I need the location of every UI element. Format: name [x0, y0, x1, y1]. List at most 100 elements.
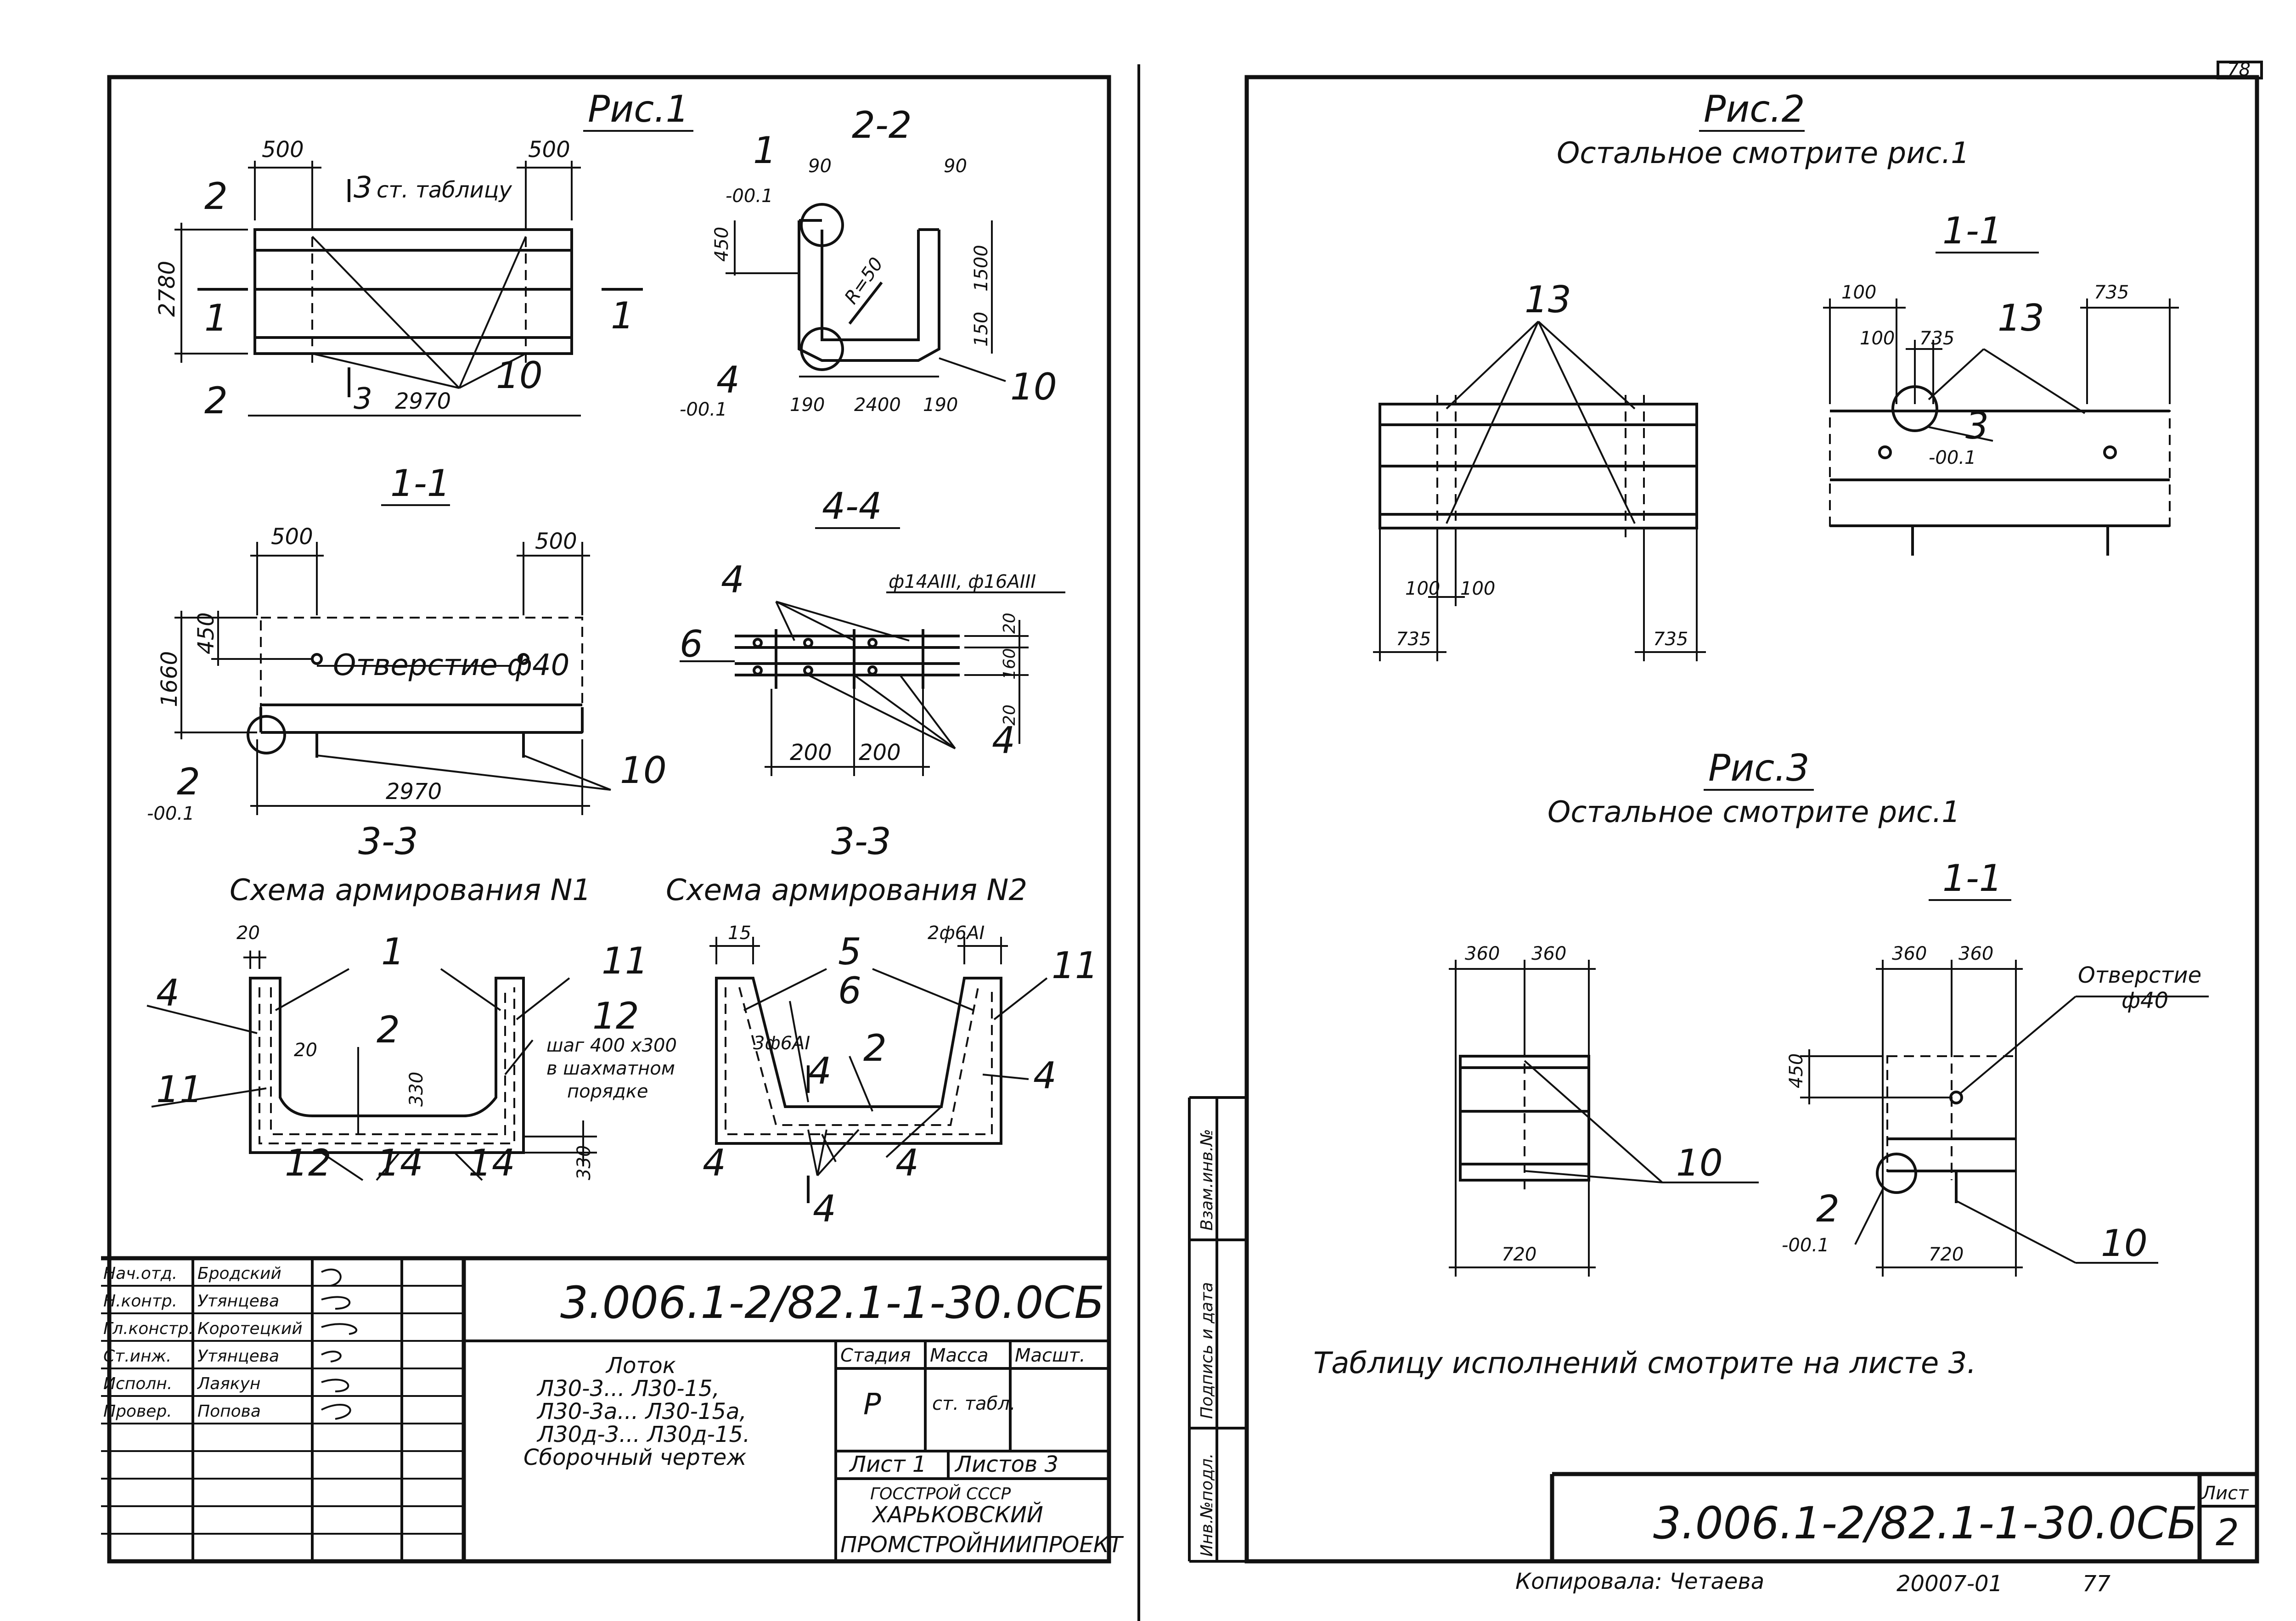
copied-by: Копировала: Четаева: [1515, 1569, 1764, 1594]
leader: [776, 601, 910, 642]
dim-text: 160: [1000, 648, 1019, 680]
fig2-title: Рис.2: [1704, 88, 1805, 130]
leader: [872, 968, 974, 1011]
leader: [1537, 321, 1636, 524]
fig1-plan: [174, 161, 643, 417]
dim-text: R=50: [841, 253, 888, 308]
mark: 10: [1676, 1142, 1723, 1184]
section-11-title: 1-1: [390, 462, 450, 505]
dim-text: 20: [236, 923, 260, 944]
dim-text: 150: [971, 312, 992, 347]
mark: 11: [1052, 944, 1098, 987]
detail-circle: [800, 327, 844, 371]
leader: [1960, 996, 2077, 1094]
leader: [993, 977, 1048, 1020]
hole-label: ф40: [2122, 988, 2168, 1013]
section-33a-title: 3-3: [358, 820, 418, 863]
leader: [316, 754, 611, 791]
mark: 4: [156, 972, 180, 1014]
leader: [275, 968, 349, 1011]
stamp-title: Л30-3... Л30-15,: [536, 1376, 720, 1401]
plan-outline: [253, 228, 573, 355]
detail-circle: [1876, 1153, 1917, 1194]
dim-text: 735: [2094, 282, 2129, 303]
stamp-role: Гл.констр.: [103, 1319, 194, 1338]
section-44-drawing: [680, 591, 1065, 776]
leader: [151, 1087, 267, 1108]
leader: [775, 601, 795, 641]
mark: 12: [285, 1142, 332, 1184]
step-note-3: порядке: [567, 1081, 648, 1102]
stamp-title: Л30д-3... Л30д-15.: [536, 1422, 750, 1447]
mark: 12: [592, 995, 639, 1037]
mark: 4: [813, 1188, 836, 1230]
leader: [1446, 321, 1539, 524]
mass-value: ст. табл.: [932, 1393, 1015, 1414]
mark: 3: [354, 382, 372, 416]
stage-value: Р: [863, 1388, 881, 1422]
side-label: Инв.№подл.: [1198, 1453, 1216, 1557]
mark: 6: [838, 969, 861, 1012]
mark: -00.1: [147, 803, 195, 824]
leader: [885, 1106, 942, 1158]
leader: [459, 353, 526, 389]
order-number: 20007-01: [1896, 1571, 2003, 1597]
table-note: Таблицу исполнений смотрите на листе 3.: [1313, 1346, 1976, 1380]
dim-text: 3ф6АI: [753, 1033, 810, 1054]
dim-text: 90: [944, 156, 967, 177]
org-line: ХАРЬКОВСКИЙ: [871, 1502, 1043, 1528]
leader: [853, 674, 956, 749]
mark: 1: [611, 294, 634, 337]
leader: [312, 353, 460, 389]
detail-circle: [247, 715, 286, 754]
mark: 13: [1998, 297, 2044, 339]
leader: [321, 1152, 364, 1181]
step-note-1: шаг 400 х300: [546, 1035, 677, 1056]
stamp-title: Сборочный чертеж: [523, 1445, 747, 1470]
stamp-name: Коротецкий: [197, 1319, 303, 1338]
dim-text: 450: [1786, 1053, 1807, 1088]
dim-text: 100: [1460, 578, 1495, 599]
fig3-plan: [1449, 960, 1759, 1277]
mark: 10: [1010, 366, 1057, 408]
leader: [1928, 426, 1993, 442]
leader: [939, 357, 1006, 382]
stamp-code: 3.006.1-2/82.1-1-30.0СБ: [560, 1277, 1104, 1328]
step-note-2: в шахматном: [546, 1058, 675, 1079]
mark: -00.1: [1782, 1235, 1829, 1256]
leader: [311, 236, 460, 389]
rebar-note: ф14АIII, ф16АIII: [889, 571, 1036, 592]
mark: 3: [1965, 405, 1989, 447]
dim-text: 200: [859, 740, 901, 765]
leader: [1956, 1200, 2076, 1264]
stamp-role: Провер.: [103, 1402, 172, 1421]
rebar-dot: [753, 665, 763, 675]
mark: -00.1: [680, 399, 727, 420]
stamp-name: Утянцева: [197, 1292, 279, 1311]
mark: 10: [496, 354, 543, 397]
dim-text: 2970: [395, 388, 451, 414]
corner-box: [2217, 61, 2263, 79]
radius-arrow: [848, 281, 883, 325]
dim-text: 450: [193, 612, 219, 654]
dim-text: 2970: [386, 779, 442, 805]
dim-text: 450: [711, 227, 732, 262]
section-22-title: 2-2: [852, 104, 912, 146]
dim-text: 2400: [854, 394, 901, 416]
dim-text: 500: [262, 137, 304, 163]
stamp-role: Исполн.: [103, 1374, 172, 1393]
corner-number: 78: [2227, 59, 2251, 80]
section-outline: [1829, 410, 2171, 527]
fig2-section: [1823, 298, 2179, 556]
hole: [311, 653, 323, 665]
fig2-note: Остальное смотрите рис.1: [1557, 136, 1970, 170]
rebar-mesh: [259, 987, 515, 1144]
see-table: ст. таблицу: [377, 177, 512, 203]
leader: [807, 1129, 818, 1176]
mark: 13: [1525, 278, 1571, 321]
hole: [1878, 445, 1892, 459]
rebar-dot: [753, 638, 763, 648]
leader: [808, 674, 956, 749]
leader: [1446, 321, 1539, 410]
